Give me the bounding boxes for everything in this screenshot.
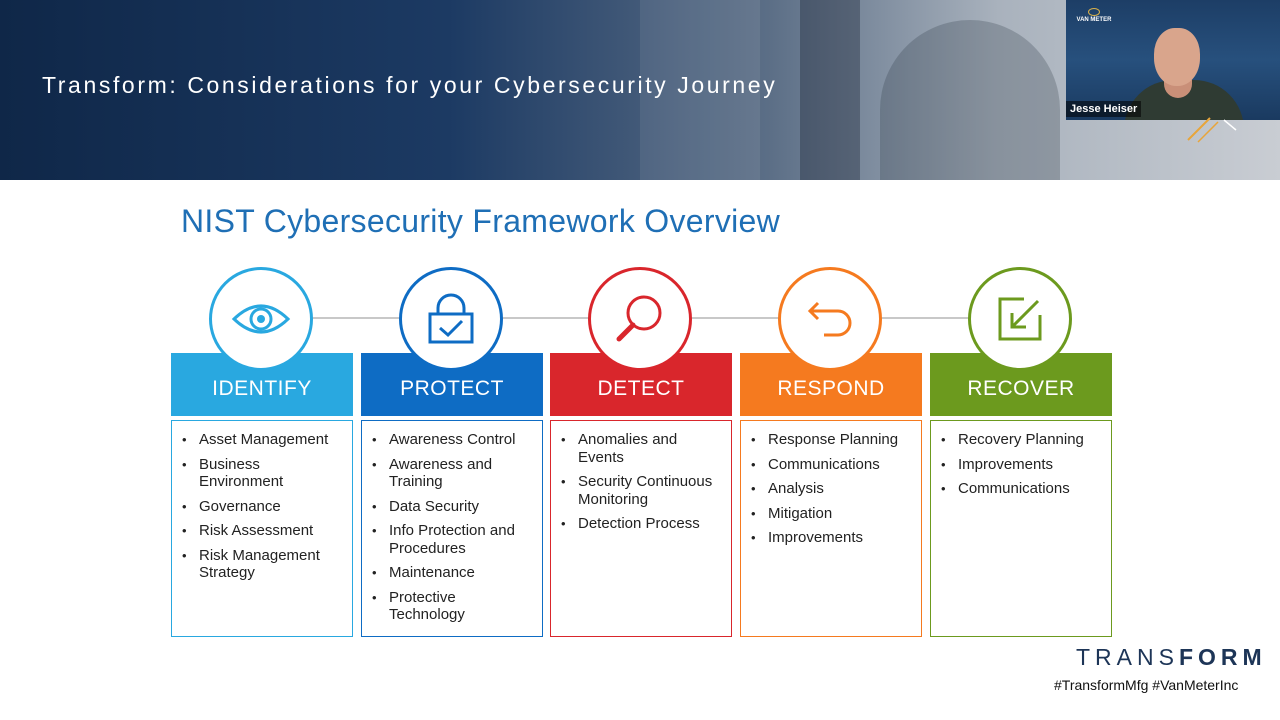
banner-title: Transform: Considerations for your Cyber… bbox=[42, 72, 778, 98]
lock-check-icon bbox=[428, 293, 474, 344]
return-arrow-icon bbox=[807, 301, 852, 337]
brand-text-bold: FORM bbox=[1178, 644, 1267, 670]
list-item: Protective Technology bbox=[370, 589, 534, 624]
list-item: Detection Process bbox=[559, 515, 723, 533]
recover-box-icon bbox=[998, 297, 1042, 341]
recover-label: RECOVER bbox=[967, 376, 1075, 400]
protect-label: PROTECT bbox=[400, 376, 504, 400]
respond-circle bbox=[778, 267, 882, 371]
list-item: Risk Assessment bbox=[180, 522, 344, 540]
list-item: Maintenance bbox=[370, 564, 534, 582]
respond-label: RESPOND bbox=[777, 376, 885, 400]
list-item: Asset Management bbox=[180, 431, 344, 449]
list-item: Governance bbox=[180, 498, 344, 516]
detect-list-box: Anomalies and Events Security Continuous… bbox=[550, 420, 732, 637]
identify-label: IDENTIFY bbox=[212, 376, 312, 400]
list-item: Recovery Planning bbox=[939, 431, 1103, 449]
decorative-stripes bbox=[1187, 117, 1237, 143]
slide-title: NIST Cybersecurity Framework Overview bbox=[181, 203, 781, 239]
list-item: Awareness and Training bbox=[370, 456, 534, 491]
hashtags: #TransformMfg #VanMeterInc bbox=[1054, 677, 1239, 693]
list-item: Improvements bbox=[749, 529, 913, 547]
banner-background-shape bbox=[800, 0, 860, 180]
banner-background-shape bbox=[640, 0, 760, 180]
list-item: Communications bbox=[749, 456, 913, 474]
list-item: Info Protection and Procedures bbox=[370, 522, 534, 557]
presenter-head bbox=[1154, 28, 1200, 86]
protect-circle bbox=[399, 267, 503, 371]
banner-background-shape bbox=[880, 20, 1060, 180]
recover-list-box: Recovery Planning Improvements Communica… bbox=[930, 420, 1112, 637]
brand-text-light: TRANS bbox=[1076, 644, 1179, 670]
transform-brand-logo: TRANSFORM bbox=[1076, 644, 1267, 671]
list-item: Risk Management Strategy bbox=[180, 547, 344, 582]
eye-icon bbox=[231, 304, 291, 334]
recover-circle bbox=[968, 267, 1072, 371]
detect-circle bbox=[588, 267, 692, 371]
list-item: Business Environment bbox=[180, 456, 344, 491]
respond-list-box: Response Planning Communications Analysi… bbox=[740, 420, 922, 637]
detect-label: DETECT bbox=[597, 376, 685, 400]
list-item: Analysis bbox=[749, 480, 913, 498]
van-meter-logo-text: VAN METER bbox=[1076, 17, 1112, 23]
participant-name-label: Jesse Heiser bbox=[1066, 101, 1142, 117]
identify-list-box: Asset Management Business Environment Go… bbox=[171, 420, 353, 637]
van-meter-logo: VAN METER bbox=[1074, 8, 1114, 24]
magnifier-icon bbox=[616, 295, 662, 342]
identify-circle bbox=[209, 267, 313, 371]
list-item: Anomalies and Events bbox=[559, 431, 723, 466]
list-item: Improvements bbox=[939, 456, 1103, 474]
list-item: Communications bbox=[939, 480, 1103, 498]
list-item: Response Planning bbox=[749, 431, 913, 449]
list-item: Security Continuous Monitoring bbox=[559, 473, 723, 508]
list-item: Awareness Control bbox=[370, 431, 534, 449]
protect-list-box: Awareness Control Awareness and Training… bbox=[361, 420, 543, 637]
list-item: Data Security bbox=[370, 498, 534, 516]
list-item: Mitigation bbox=[749, 505, 913, 523]
webcam-video-tile[interactable]: VAN METER Jesse Heiser bbox=[1066, 0, 1280, 120]
